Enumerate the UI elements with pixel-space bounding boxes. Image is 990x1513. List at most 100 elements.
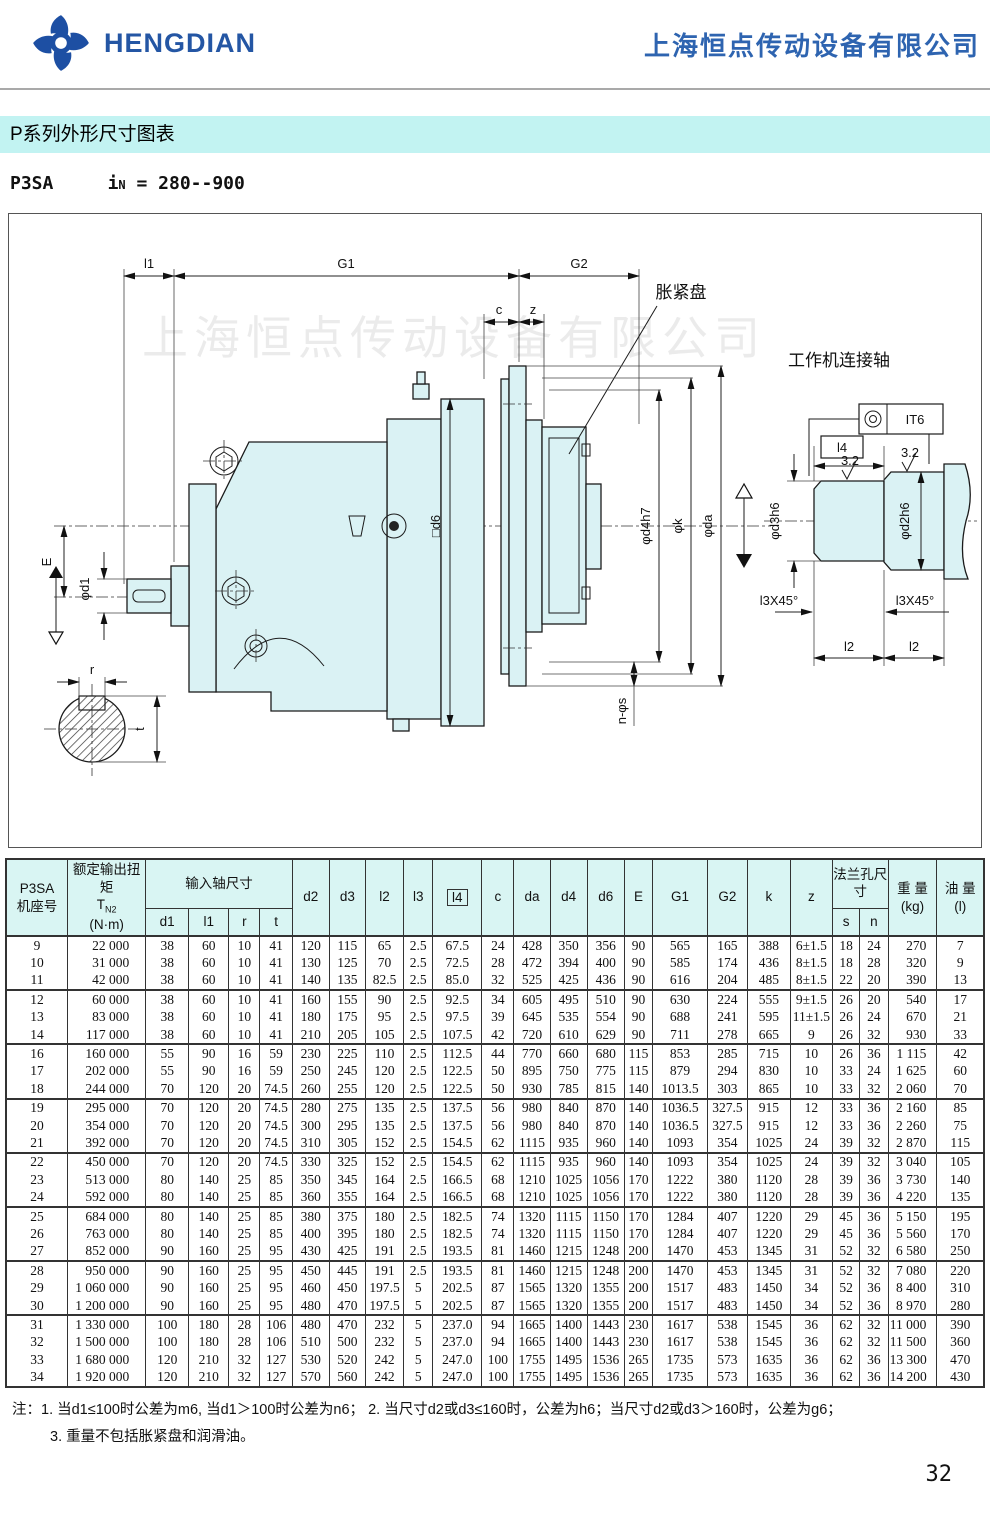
- table-cell: 20: [228, 1151, 261, 1172]
- table-cell: 1355: [586, 1296, 625, 1316]
- table-cell: 354: [706, 1151, 748, 1172]
- table-cell: 200: [623, 1242, 654, 1262]
- table-cell: 28: [789, 1188, 833, 1207]
- col-header-g2: G2: [706, 858, 748, 937]
- table-cell: 33: [831, 1097, 861, 1117]
- table-cell: 31 000: [67, 954, 147, 972]
- table-cell: 9: [5, 936, 69, 955]
- table-cell: 375: [328, 1205, 366, 1226]
- table-cell: 1093: [652, 1151, 708, 1172]
- gearbox-body: [126, 365, 602, 732]
- table-cell: 120: [364, 1080, 405, 1099]
- table-cell: 430: [936, 1368, 985, 1387]
- table-cell: 180: [291, 1008, 330, 1026]
- table-cell: 688: [652, 1008, 708, 1026]
- col-header-d6: d6: [586, 858, 625, 937]
- table-cell: 205: [328, 1025, 366, 1045]
- table-cell: 1215: [549, 1260, 588, 1280]
- table-cell: 255: [328, 1080, 366, 1099]
- table-cell: 95: [259, 1296, 293, 1316]
- table-cell: 202.5: [432, 1279, 483, 1297]
- dim-label-l2: l2: [909, 639, 919, 654]
- table-cell: 485: [746, 971, 791, 991]
- table-cell: 13: [936, 971, 985, 991]
- table-cell: 354 000: [67, 1116, 147, 1135]
- table-cell: 200: [623, 1279, 654, 1297]
- table-cell: 170: [936, 1225, 985, 1243]
- table-cell: 350: [291, 1171, 330, 1189]
- table-cell: 26: [831, 1043, 861, 1063]
- table-cell: 24: [859, 1008, 889, 1026]
- table-cell: 1735: [652, 1368, 708, 1387]
- model-code: P3SA: [10, 173, 54, 194]
- col-header-d4: d4: [549, 858, 588, 937]
- table-cell: 275: [328, 1097, 366, 1117]
- table-cell: 50: [481, 1080, 515, 1099]
- table-cell: 980: [513, 1116, 551, 1135]
- table-cell: 230: [623, 1314, 654, 1334]
- table-cell: 1735: [652, 1351, 708, 1369]
- table-cell: 10: [789, 1080, 833, 1099]
- table-cell: 300: [291, 1116, 330, 1135]
- table-cell: 41: [259, 989, 293, 1009]
- table-cell: 20: [5, 1116, 69, 1135]
- table-cell: 470: [936, 1351, 985, 1369]
- table-cell: 34: [481, 989, 515, 1009]
- roughness-label: 3.2: [841, 453, 859, 468]
- table-cell: 10: [789, 1062, 833, 1081]
- table-cell: 630: [652, 989, 708, 1009]
- table-cell: 2.5: [403, 1242, 434, 1262]
- table-cell: 520: [328, 1351, 366, 1369]
- table-cell: 930: [887, 1025, 938, 1045]
- table-cell: 80: [145, 1188, 190, 1207]
- table-cell: 10: [228, 989, 261, 1009]
- table-cell: 2.5: [403, 1171, 434, 1189]
- table-cell: 1 115: [887, 1043, 938, 1063]
- table-cell: 500: [328, 1333, 366, 1351]
- work-shaft-label: 工作机连接轴: [788, 351, 890, 370]
- table-cell: 1056: [586, 1188, 625, 1207]
- table-cell: 31: [5, 1314, 69, 1334]
- table-cell: 260: [291, 1080, 330, 1099]
- table-cell: 2.5: [403, 1043, 434, 1063]
- table-cell: 39: [831, 1171, 861, 1189]
- table-cell: 390: [936, 1314, 985, 1334]
- table-cell: 140: [291, 971, 330, 991]
- table-cell: 2.5: [403, 1205, 434, 1226]
- table-cell: 24: [859, 1062, 889, 1081]
- table-cell: 785: [549, 1080, 588, 1099]
- table-cell: 535: [549, 1008, 588, 1026]
- table-cell: 25: [228, 1225, 261, 1243]
- table-cell: 1036.5: [652, 1097, 708, 1117]
- table-cell: 36: [859, 1188, 889, 1207]
- table-cell: 31: [789, 1242, 833, 1262]
- table-cell: 1345: [746, 1260, 791, 1280]
- table-cell: 90: [188, 1062, 230, 1081]
- table-cell: 428: [513, 936, 551, 955]
- table-cell: 2 870: [887, 1134, 938, 1153]
- table-cell: 59: [259, 1043, 293, 1063]
- dim-label-d4h7: φd4h7: [638, 507, 653, 544]
- table-cell: 680: [586, 1043, 625, 1063]
- table-cell: 74.5: [259, 1151, 293, 1172]
- table-cell: 83 000: [67, 1008, 147, 1026]
- col-header-d2: d2: [291, 858, 330, 937]
- table-cell: 250: [936, 1242, 985, 1262]
- table-cell: 265: [623, 1368, 654, 1387]
- table-cell: 44: [481, 1043, 515, 1063]
- table-cell: 135: [364, 1097, 405, 1117]
- table-cell: 915: [746, 1097, 791, 1117]
- table-cell: 870: [586, 1116, 625, 1135]
- table-cell: 9: [789, 1025, 833, 1045]
- table-cell: 1443: [586, 1314, 625, 1334]
- table-cell: 20: [228, 1097, 261, 1117]
- footnote-line: 注：1. 当d1≤100时公差为m6, 当d1＞100时公差为n6； 2. 当尺…: [12, 1401, 842, 1418]
- table-cell: 3 730: [887, 1171, 938, 1189]
- table-cell: 605: [513, 989, 551, 1009]
- table-cell: 436: [586, 971, 625, 991]
